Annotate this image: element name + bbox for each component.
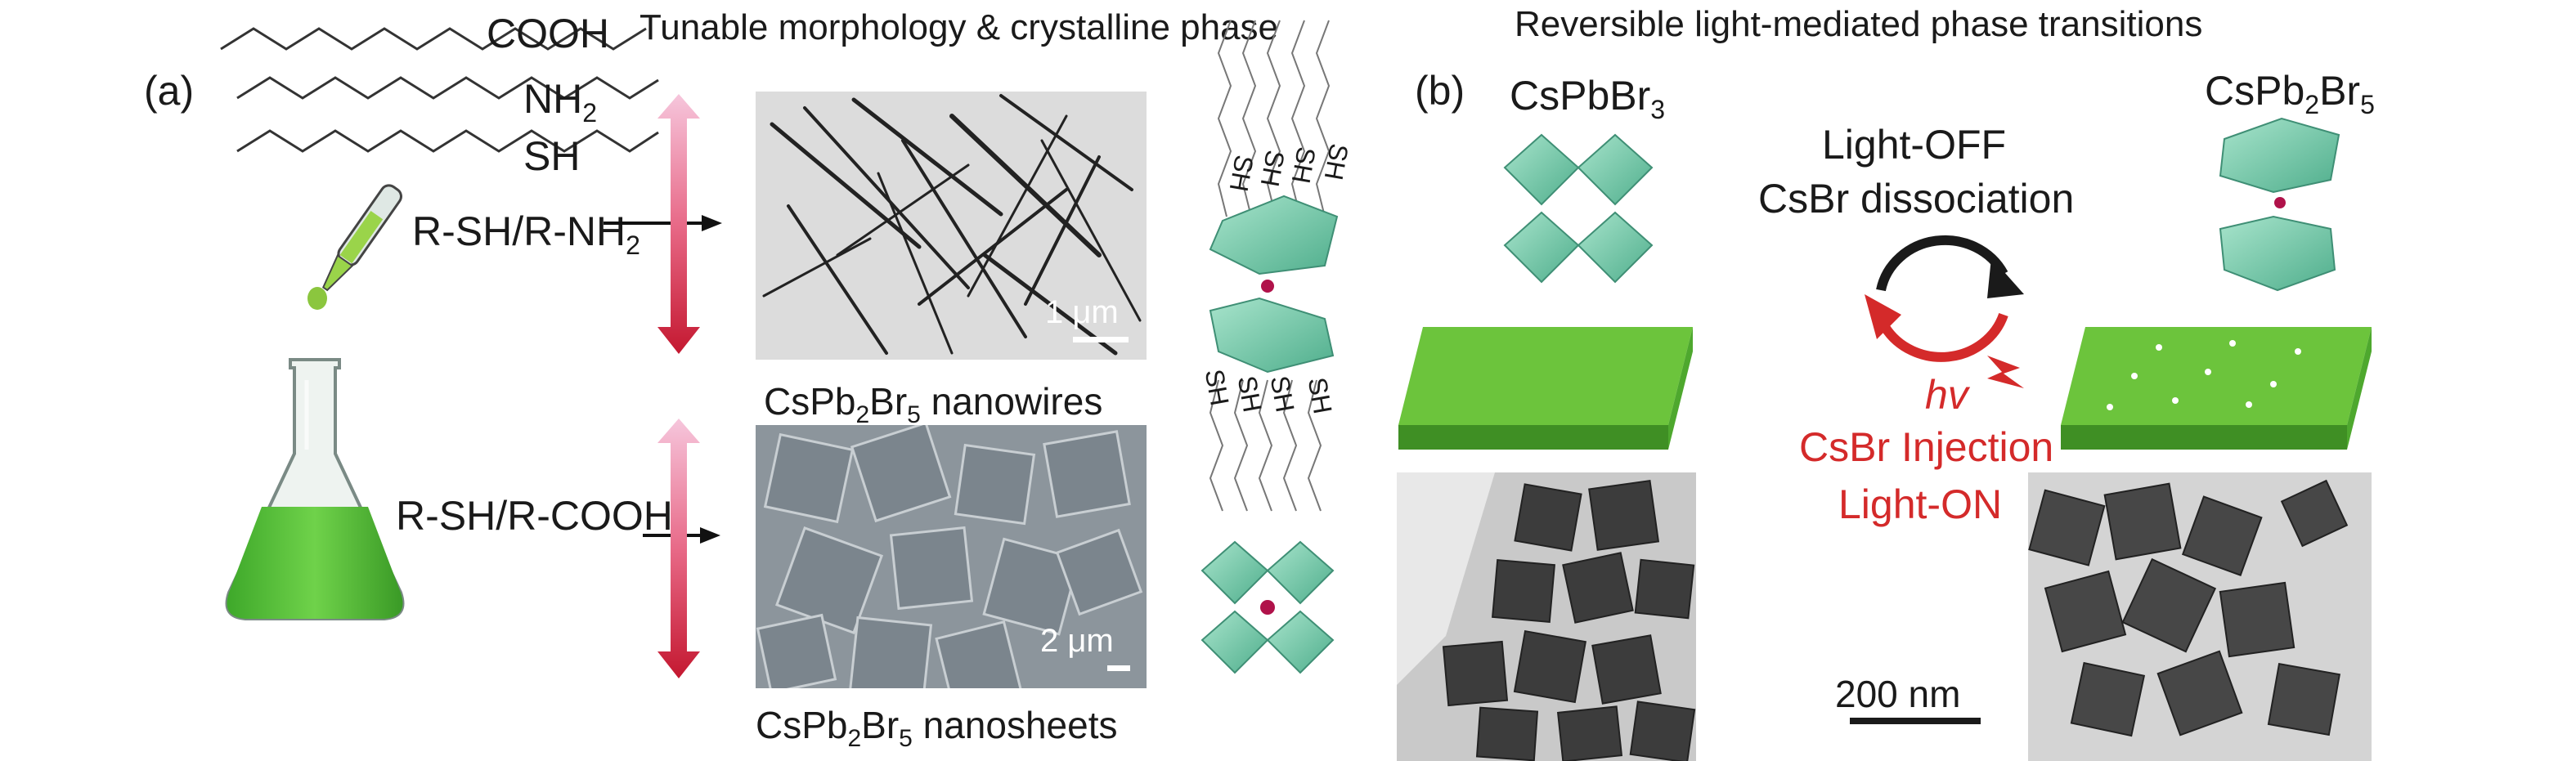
thiol-tag-5: SH [1199,366,1235,409]
perovskite-cluster-a [1200,540,1335,674]
amine-chain [236,76,659,100]
lightning-icon [1987,356,2024,388]
tuning-double-arrow-top [657,94,700,354]
nanowires-scale-bar [1073,337,1129,342]
thiol-tag-1: SH [1223,152,1259,195]
light-on-arrow [1880,312,2008,362]
panel-b-label: (b) [1415,68,1465,114]
perovskite-cluster-left [1503,133,1654,284]
left-phase-label: CsPbBr3 [1510,73,1666,124]
thiol-chain [236,129,659,153]
light-on-label: Light-ON [1838,481,2003,527]
hv-label: hv [1925,372,1968,418]
octahedron-bottom [1209,297,1335,374]
right-phase-label: CsPb2Br5 [2205,68,2375,119]
nanosheets-sem-image: 2 μm [756,425,1147,688]
film-right [2061,327,2372,450]
arrow-label-nh2-subscript: 2 [626,231,640,260]
nanosheets-scale-label: 2 μm [1040,623,1114,659]
pipette-icon [307,184,402,310]
scale-bar-200nm [1850,718,1981,724]
thiol-tag-8: SH [1302,374,1338,417]
arrow-label-sh-nh2: R-SH/R-NH2 [412,208,640,260]
thiol-ligand-strands-top [1217,20,1331,217]
tem-image-cspbbr3 [1397,472,1696,761]
nanowires-scale-label: 1 μm [1045,294,1119,330]
tem-image-cspb2br5 [2028,472,2372,761]
ligand-label-cooh: COOH [487,11,609,56]
carboxylic-acid-chain [220,27,647,51]
nh2-subscript: 2 [582,98,598,128]
film-left [1398,327,1693,450]
scale-label-200nm: 200 nm [1835,673,1961,715]
light-off-label: Light-OFF [1822,122,2007,168]
csbr-dissociation-label: CsBr dissociation [1758,176,2075,222]
panel-a-title: Tunable morphology & crystalline phase [640,7,1279,47]
flask-icon [225,358,405,620]
nanowires-tem-image: 1 μm [756,92,1147,360]
nanosheets-scale-bar [1107,665,1130,671]
thiol-tag-7: SH [1264,373,1300,415]
panel-a-label: (a) [144,68,195,114]
film-right-vacancies [2107,340,2301,410]
octahedron-top [1209,195,1339,275]
arrow-to-nanowires [604,215,722,231]
csbr-injection-label: CsBr Injection [1799,424,2054,470]
thiol-tag-6: SH [1232,373,1268,415]
nanowires-caption: CsPb2Br5 nanowires [764,380,1103,429]
thiol-tag-3: SH [1286,144,1322,186]
reversible-cycle-arrows [1865,235,2024,388]
ligand-chains [220,27,659,153]
cspb2br5-nanocubes [2028,479,2349,737]
tuning-double-arrow-bottom [657,419,700,678]
ligand-label-nh2: NH2 [523,76,598,128]
thiol-ligand-strands-bottom [1209,379,1322,512]
thiol-capped-structure [1209,20,1339,512]
thiol-tag-2: SH [1254,147,1290,190]
light-off-arrow [1876,235,2008,292]
thiol-tag-4: SH [1318,141,1354,183]
cs-ion-top [1261,280,1274,293]
panel-b-title: Reversible light-mediated phase transiti… [1515,4,2203,44]
nanosheets-caption: CsPb2Br5 nanosheets [756,704,1118,753]
arrow-label-sh-cooh: R-SH/R-COOH [396,493,673,539]
ligand-label-sh: SH [523,133,581,179]
cspbbr3-nanocubes [1397,472,1696,761]
perovskite-cluster-right [2219,117,2340,292]
nanosheet-squares [756,425,1143,688]
